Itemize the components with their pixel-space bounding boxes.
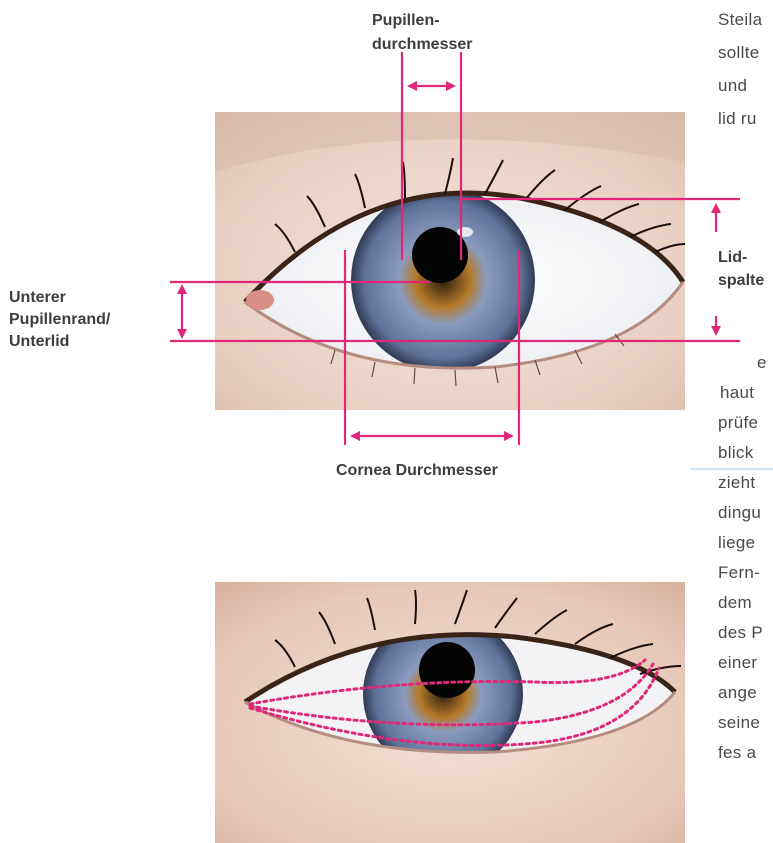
body-text-line: seine bbox=[718, 707, 760, 739]
pupil-diameter-label-line1: Pupillen- bbox=[372, 10, 440, 32]
body-text-line: zieht bbox=[718, 467, 755, 499]
body-text-line: blick bbox=[718, 437, 754, 469]
body-text-line: dingu bbox=[718, 497, 761, 529]
body-text-line: e bbox=[757, 347, 767, 379]
body-text-top-line: Steila bbox=[718, 4, 762, 36]
body-text-line: liege bbox=[718, 527, 755, 559]
body-text-line: des P bbox=[718, 617, 763, 649]
lower-pupil-label-line3: Unterlid bbox=[9, 331, 69, 353]
lid-fissure-label-line1: Lid- bbox=[718, 247, 747, 269]
body-text-line: haut bbox=[720, 377, 754, 409]
cornea-diameter-label: Cornea Durchmesser bbox=[336, 460, 498, 482]
body-text-line: ange bbox=[718, 677, 757, 709]
body-text-line: prüfe bbox=[718, 407, 758, 439]
lid-fissure-label-line2: spalte bbox=[718, 270, 764, 292]
body-text-line: einer bbox=[718, 647, 757, 679]
pupil-diameter-label-line2: durchmesser bbox=[372, 34, 473, 56]
body-text-line: dem bbox=[718, 587, 752, 619]
body-text-top-line: lid ru bbox=[718, 103, 757, 135]
body-text-top-line: und bbox=[718, 70, 747, 102]
body-text-top-line: sollte bbox=[718, 37, 760, 69]
body-text-line: Fern- bbox=[718, 557, 760, 589]
lower-pupil-label-line2: Pupillenrand/ bbox=[9, 309, 110, 331]
body-text-line: fes a bbox=[718, 737, 756, 769]
lower-pupil-label-line1: Unterer bbox=[9, 287, 66, 309]
